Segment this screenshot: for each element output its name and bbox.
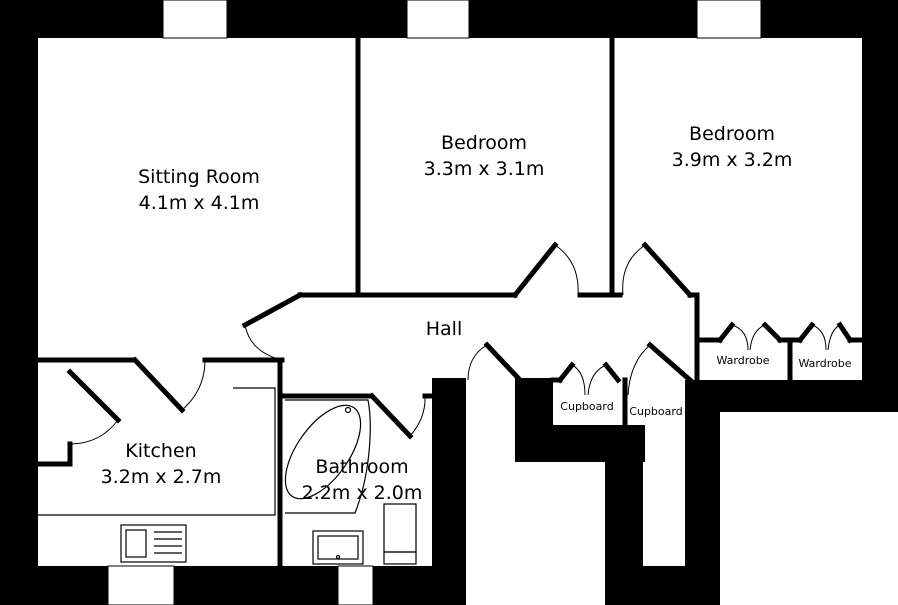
wall-bottom-left (0, 566, 465, 605)
door-cupboard1-leaf-a[interactable] (556, 361, 576, 384)
doors (66, 241, 854, 445)
room-labels: Sitting Room 4.1m x 4.1m Bedroom 3.3m x … (101, 123, 852, 504)
bedroom-1-name: Bedroom (441, 132, 527, 154)
door-wardrobe2-leaf-a[interactable] (796, 321, 816, 344)
door-sitting-arc (244, 324, 283, 361)
fixtures (38, 387, 417, 565)
kitchen-size: 3.2m x 2.7m (101, 466, 222, 488)
door-cupboard1-arc-a (571, 364, 586, 396)
cupboard-1-label: Cupboard (560, 400, 613, 413)
bedroom-2-size: 3.9m x 3.2m (672, 149, 793, 171)
wardrobe-2-label: Wardrobe (799, 357, 852, 370)
door-kitchen-inner-arc (69, 419, 119, 445)
door-wardrobe2-arc-b (827, 324, 841, 351)
door-bed1-arc (554, 244, 579, 296)
toilet (383, 503, 417, 565)
windows (107, 0, 762, 605)
kitchen-sink (120, 524, 187, 563)
bathroom-name: Bathroom (315, 456, 408, 478)
door-wardrobe1-leaf-b[interactable] (761, 321, 784, 344)
bathroom-size: 2.2m x 2.0m (302, 482, 423, 504)
bathtub (284, 399, 371, 514)
kitchen-worktop (38, 387, 276, 516)
door-cupboard2-leaf[interactable] (646, 341, 694, 384)
wardrobe-1-label: Wardrobe (717, 354, 770, 367)
kitchen-name: Kitchen (125, 440, 196, 462)
door-bath-arc (409, 395, 426, 437)
cupboard-2-label: Cupboard (629, 405, 682, 418)
door-cupboard2-arc (627, 344, 651, 396)
door-bath-leaf[interactable] (368, 392, 414, 440)
wall-pillar-a (432, 378, 466, 605)
interior-walls (35, 35, 865, 569)
washbasin (312, 530, 364, 565)
window-sitting-room (162, 0, 228, 39)
wall-hall-diag (241, 291, 304, 329)
wall-step-right (690, 380, 898, 412)
door-wardrobe1-arc-b (749, 324, 766, 351)
bedroom-2-name: Bedroom (689, 123, 775, 145)
door-hall-right-leaf[interactable] (483, 341, 524, 384)
wall-pillar-d (605, 425, 643, 605)
window-kitchen (107, 565, 175, 605)
bedroom-1-size: 3.3m x 3.1m (424, 158, 545, 180)
door-wardrobe1-leaf-a[interactable] (716, 321, 736, 344)
hall-name: Hall (426, 318, 463, 340)
sitting-room-name: Sitting Room (138, 166, 260, 188)
door-bed2-leaf[interactable] (641, 241, 694, 299)
door-kitchen-hall-arc (181, 359, 206, 411)
door-wardrobe2-leaf-b[interactable] (836, 321, 854, 344)
window-bedroom-2 (696, 0, 762, 39)
wall-left (0, 0, 38, 605)
door-kitchen-hall-leaf[interactable] (131, 356, 186, 414)
door-cupboard1-leaf-b[interactable] (602, 361, 622, 384)
door-bed2-arc (622, 244, 646, 296)
door-kitchen-inner-leaf[interactable] (66, 368, 122, 424)
door-wardrobe1-arc-a (731, 324, 749, 351)
sitting-room-size: 4.1m x 4.1m (139, 192, 260, 214)
door-hall-right-arc (467, 344, 488, 381)
window-bedroom-1 (406, 0, 470, 39)
door-cupboard1-arc-b (587, 364, 607, 396)
door-bed1-leaf[interactable] (511, 241, 559, 299)
window-bathroom (337, 565, 374, 605)
door-wardrobe2-arc-a (811, 324, 827, 351)
wall-right (862, 0, 898, 412)
